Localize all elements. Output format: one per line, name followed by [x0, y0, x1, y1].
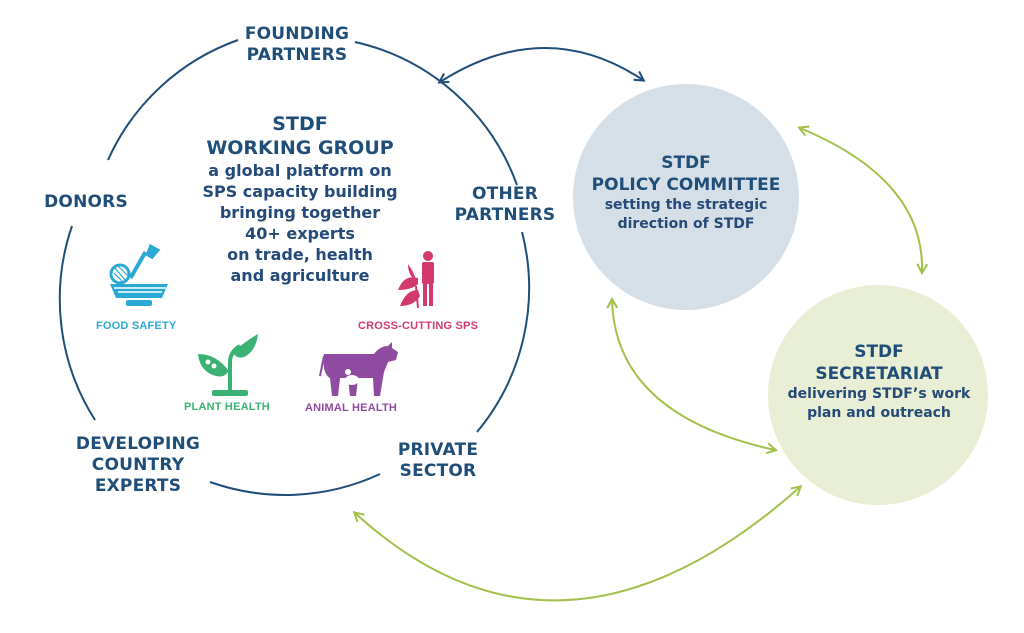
label-line: DEVELOPING [75, 434, 201, 454]
secretariat-desc-2: plan and outreach [807, 405, 951, 421]
label-other-partners: OTHER PARTNERS [450, 184, 560, 226]
label-line: EXPERTS [94, 476, 182, 496]
wg-policy-arrow [440, 47, 643, 82]
secretariat-desc-1: delivering STDF’s work [787, 386, 971, 402]
animal-health-icon [319, 342, 398, 396]
cross-cutting-sps-icon [398, 251, 434, 309]
working-group-desc-1: a global platform on [208, 161, 392, 180]
label-line: PARTNERS [454, 205, 556, 225]
policy-committee-title-1: STDF [661, 153, 711, 173]
working-group-desc-6: and agriculture [230, 266, 370, 285]
label-founding-partners: FOUNDING PARTNERS [232, 24, 362, 66]
label-donors: DONORS [44, 192, 128, 212]
plant-health-icon [198, 334, 258, 396]
food-safety-icon [109, 244, 168, 306]
label-line: PRIVATE [397, 440, 479, 460]
working-group-circle [58, 39, 531, 496]
secretariat-text: STDF SECRETARIAT delivering STDF’s work … [776, 341, 982, 423]
policy-committee-desc-2: direction of STDF [617, 216, 755, 232]
plant-health-label: PLANT HEALTH [184, 401, 270, 413]
secretariat-title-1: STDF [854, 342, 904, 362]
working-group-title-2: WORKING GROUP [206, 137, 394, 159]
working-group-title-1: STDF [272, 113, 328, 135]
policy-committee-circle [573, 84, 799, 310]
policy-secretariat-arrow [800, 128, 922, 272]
working-group-text: STDF WORKING GROUP a global platform on … [160, 112, 440, 286]
label-line: FOUNDING [244, 24, 350, 44]
label-line: OTHER [472, 184, 538, 204]
label-line: SECTOR [399, 461, 477, 481]
cross-cutting-sps-label: CROSS-CUTTING SPS [358, 320, 479, 332]
secretariat-circle [768, 285, 988, 505]
working-group-desc-4: 40+ experts [245, 224, 355, 243]
animal-health-label: ANIMAL HEALTH [305, 402, 398, 414]
wg-secretariat-arrow [355, 487, 800, 602]
policy-committee-desc-1: setting the strategic [604, 197, 768, 213]
food-safety-label: FOOD SAFETY [96, 320, 177, 332]
policy-committee-title-2: POLICY COMMITTEE [591, 175, 781, 195]
label-line: PARTNERS [246, 45, 348, 65]
label-developing-country-experts: DEVELOPING COUNTRY EXPERTS [68, 434, 208, 497]
label-private-sector: PRIVATE SECTOR [383, 440, 493, 482]
label-line: COUNTRY [91, 455, 185, 475]
secretariat-title-2: SECRETARIAT [815, 364, 943, 384]
working-group-desc-3: bringing together [219, 203, 381, 222]
policy-committee-text: STDF POLICY COMMITTEE setting the strate… [586, 152, 786, 234]
working-group-desc-5: on trade, health [227, 245, 373, 264]
policy-secretariat-lower-arrow [612, 300, 775, 450]
working-group-desc-2: SPS capacity building [202, 182, 398, 201]
